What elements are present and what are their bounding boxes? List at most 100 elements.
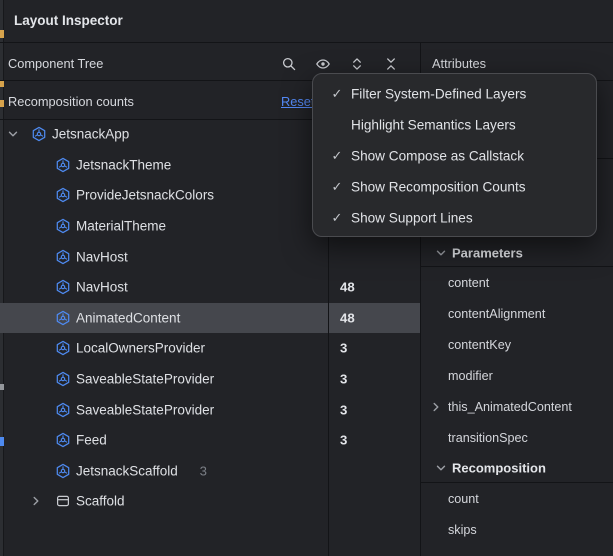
tree-node-feed[interactable]: Feed 3 (0, 425, 420, 456)
menu-item-label: Filter System-Defined Layers (351, 86, 527, 102)
gutter-mark (0, 437, 4, 446)
attr-name: content (448, 275, 490, 290)
panel-divider (420, 43, 421, 556)
counts-column-divider (328, 120, 329, 556)
search-icon (281, 56, 297, 72)
attr-row-content[interactable]: content (421, 267, 613, 298)
attr-name: skips (448, 522, 477, 537)
tree-node-label: NavHost (76, 279, 128, 295)
recomposition-count: 3 (340, 432, 348, 448)
recomposition-count: 3 (340, 340, 348, 356)
attr-name: contentAlignment (448, 306, 546, 321)
checkmark-icon: ✓ (331, 86, 343, 102)
tree-node-label: ProvideJetsnackColors (76, 187, 215, 203)
chevron-down-icon[interactable] (7, 128, 19, 140)
recomposition-count: 48 (340, 279, 355, 295)
attr-row-contentalignment[interactable]: contentAlignment (421, 298, 613, 329)
tree-node-jetsnackapp[interactable]: JetsnackApp (0, 119, 420, 150)
attr-name: count (448, 491, 479, 506)
tree-node-label: Scaffold (76, 493, 125, 509)
component-tree-toolbar (278, 53, 402, 75)
attr-section-title: Parameters (452, 245, 523, 261)
tree-node-label: NavHost (76, 249, 128, 265)
divider (0, 80, 613, 81)
tree-node-navhost[interactable]: NavHost 48 (0, 272, 420, 303)
tree-node-localownersprovider[interactable]: LocalOwnersProvider 3 (0, 333, 420, 364)
gutter-mark (0, 100, 4, 107)
attr-section-title: Recomposition (452, 460, 546, 475)
compose-node-icon (55, 463, 71, 479)
recomposition-count: 48 (340, 310, 355, 326)
attr-name: transitionSpec (448, 430, 528, 445)
chevron-down-icon[interactable] (435, 462, 447, 474)
compose-node-icon (55, 402, 71, 418)
chevron-right-icon[interactable] (430, 401, 442, 413)
menu-item-highlight-semantics-layers[interactable]: Highlight Semantics Layers (313, 110, 596, 141)
compose-node-icon (55, 340, 71, 356)
collapse-all-button[interactable] (380, 53, 402, 75)
attr-name: contentKey (448, 337, 512, 352)
search-button[interactable] (278, 53, 300, 75)
menu-item-show-support-lines[interactable]: ✓Show Support Lines (313, 202, 596, 233)
compose-node-icon (55, 432, 71, 448)
menu-item-show-compose-as-callstack[interactable]: ✓ Show Compose as Callstack (313, 141, 596, 172)
tree-node-label: Feed (76, 432, 107, 448)
titlebar: Layout Inspector (0, 0, 613, 42)
tree-node-label: SaveableStateProvider (76, 371, 215, 387)
tree-node-saveablestateprovider[interactable]: SaveableStateProvider 3 (0, 364, 420, 395)
tree-node-label: LocalOwnersProvider (76, 340, 206, 356)
attr-row-this_animatedcontent[interactable]: this_AnimatedContent (421, 391, 613, 422)
view-options-eye-icon (315, 56, 331, 72)
tree-node-jetsnacktheme[interactable]: JetsnackTheme (0, 150, 420, 181)
tree-node-saveablestateprovider[interactable]: SaveableStateProvider 3 (0, 394, 420, 425)
attr-section-recomposition[interactable]: Recomposition (421, 453, 613, 483)
compose-node-icon (55, 371, 71, 387)
tree-node-navhost[interactable]: NavHost (0, 241, 420, 272)
checkmark-icon: ✓ (331, 147, 343, 163)
attr-row-contentkey[interactable]: contentKey (421, 329, 613, 360)
attr-row-skips[interactable]: skips (421, 514, 613, 545)
tree-node-label: JetsnackApp (52, 126, 130, 142)
attributes-header: Attributes (432, 56, 487, 71)
compose-node-icon (55, 310, 71, 326)
attr-row-transitionspec[interactable]: transitionSpec (421, 422, 613, 453)
tree-node-providejetsnackcolors[interactable]: ProvideJetsnackColors (0, 180, 420, 211)
recomposition-count: 3 (340, 371, 348, 387)
tree-node-scaffold[interactable]: Scaffold (0, 486, 420, 517)
chevron-down-icon[interactable] (435, 247, 447, 259)
compose-node-icon (55, 249, 71, 265)
tree-node-label: AnimatedContent (76, 310, 181, 326)
menu-item-label: Show Recomposition Counts (351, 179, 526, 195)
chevron-right-icon[interactable] (30, 495, 42, 507)
attr-row-count[interactable]: count (421, 483, 613, 514)
tree-node-label: MaterialTheme (76, 218, 167, 234)
divider (0, 119, 420, 120)
recomposition-count: 3 (340, 402, 348, 418)
scaffold-node-icon (55, 493, 71, 509)
compose-node-icon (55, 279, 71, 295)
tree-node-animatedcontent[interactable]: AnimatedContent 48 (0, 302, 420, 334)
tree-node-label: JetsnackScaffold (76, 463, 178, 479)
menu-item-label: Show Support Lines (351, 210, 473, 226)
reset-counts-link[interactable]: Reset (281, 94, 315, 109)
recomposition-count: 3 (199, 463, 207, 479)
attr-section-parameters[interactable]: Parameters (421, 240, 613, 267)
tree-node-materialtheme[interactable]: MaterialTheme (0, 211, 420, 242)
expand-all-icon (349, 56, 365, 72)
expand-all-button[interactable] (346, 53, 368, 75)
attr-row-modifier[interactable]: modifier (421, 360, 613, 391)
window-title: Layout Inspector (14, 13, 123, 28)
compose-node-icon (55, 187, 71, 203)
divider (0, 42, 613, 43)
tree-node-jetsnackscaffold[interactable]: JetsnackScaffold 3 (0, 456, 420, 487)
menu-item-show-recomposition-counts[interactable]: ✓Show Recomposition Counts (313, 171, 596, 202)
compose-node-icon (31, 126, 47, 142)
menu-item-label: Show Compose as Callstack (351, 148, 525, 164)
view-options-eye-button[interactable] (312, 53, 334, 75)
menu-item-filter-system-defined-layers[interactable]: ✓ Filter System-Defined Layers (313, 79, 596, 110)
tree-node-label: SaveableStateProvider (76, 402, 215, 418)
window-edge-strip (0, 0, 4, 556)
component-tree-header: Component Tree (8, 56, 104, 71)
